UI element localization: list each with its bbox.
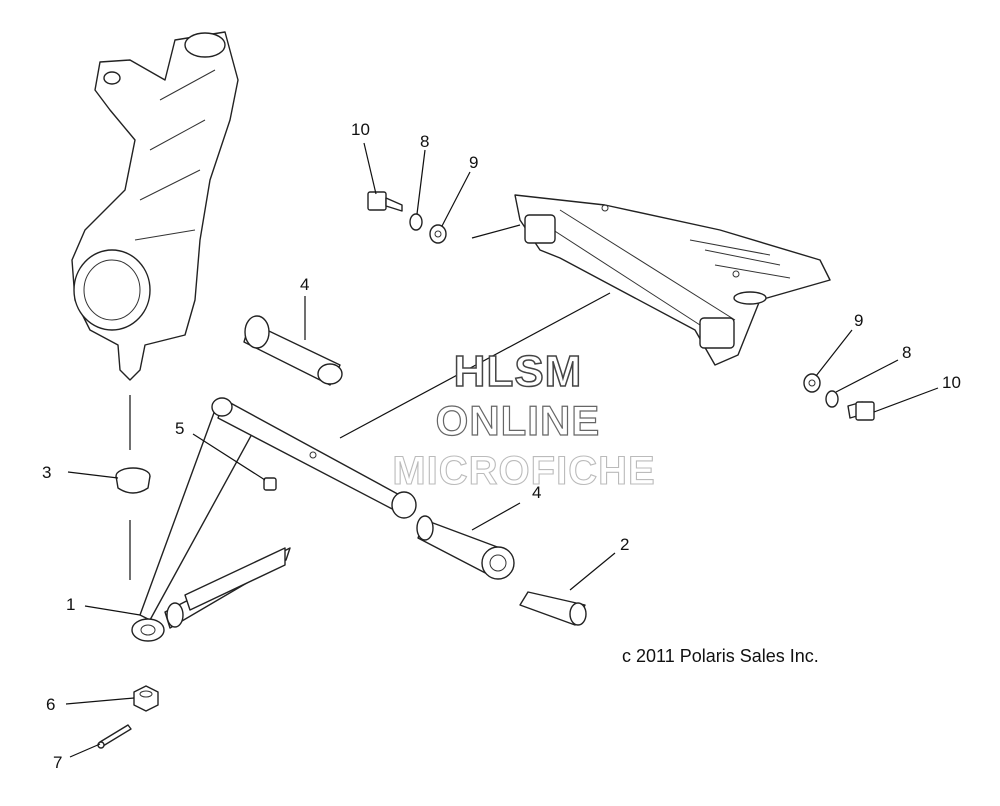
callout-8-upper: 8 [420, 132, 429, 151]
cotter-pin [97, 724, 132, 749]
pivot-tube-lower [416, 515, 515, 580]
ball-joint-boot [115, 467, 151, 494]
callout-8-right: 8 [902, 343, 911, 362]
a-arm [131, 397, 417, 642]
callout-6: 6 [46, 695, 55, 714]
watermark-line2: ONLINE [436, 397, 601, 444]
frame-crossmember [514, 194, 831, 366]
bolt-upper [367, 191, 403, 212]
pivot-tube-upper [243, 315, 343, 386]
callout-9-upper: 9 [469, 153, 478, 172]
watermark: HLSM ONLINE MICROFICHE [392, 346, 655, 493]
callout-10-right: 10 [942, 373, 961, 392]
callout-1: 1 [66, 595, 75, 614]
bolt-right [847, 401, 875, 421]
copyright-text: c 2011 Polaris Sales Inc. [622, 646, 819, 666]
grease-fitting [263, 477, 277, 491]
callout-5: 5 [175, 419, 184, 438]
callout-10-upper: 10 [351, 120, 370, 139]
callout-2: 2 [620, 535, 629, 554]
flat-washer-upper [429, 224, 447, 244]
callouts: 1 2 3 4 4 5 6 7 8 8 9 9 10 10 [42, 120, 961, 772]
flat-washer-right [803, 373, 821, 393]
callout-4-upper: 4 [300, 275, 309, 294]
callout-7: 7 [53, 753, 62, 772]
castle-nut [133, 685, 159, 712]
callout-9-right: 9 [854, 311, 863, 330]
leader-lines [65, 142, 939, 758]
lock-washer-upper [409, 213, 423, 231]
watermark-line1: HLSM [454, 347, 583, 396]
bushing [519, 591, 587, 626]
steering-knuckle [71, 31, 239, 381]
callout-4-lower: 4 [532, 483, 541, 502]
lock-washer-right [825, 390, 839, 408]
watermark-line3: MICROFICHE [392, 449, 655, 493]
callout-3: 3 [42, 463, 51, 482]
